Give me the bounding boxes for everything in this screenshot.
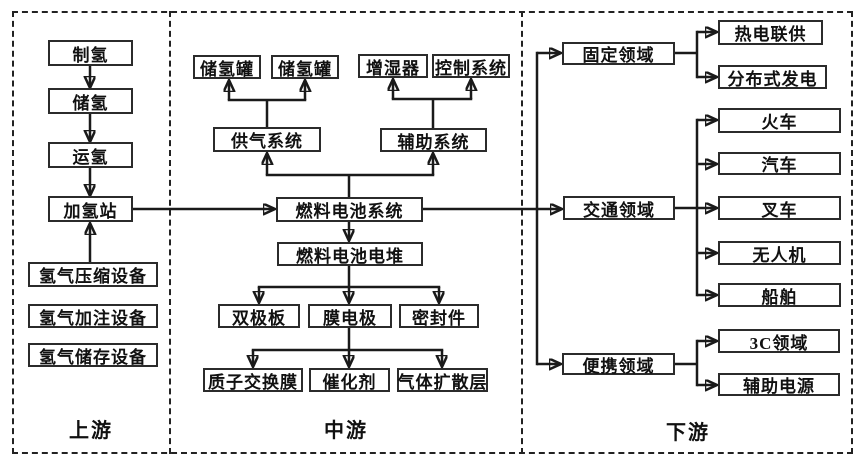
node-chp: 热电联供 [718,20,823,45]
node-proton-exchange-membrane: 质子交换膜 [203,368,303,392]
node-membrane-electrode: 膜电极 [308,304,392,328]
node-distributed-generation: 分布式发电 [718,65,827,89]
node-fuel-cell-system: 燃料电池系统 [276,197,423,222]
node-transportation-field: 交通领域 [563,196,675,220]
node-refueling-station: 加氢站 [48,196,133,222]
section-label-midstream: 中游 [324,419,368,442]
node-hydrogen-storage: 储氢 [48,88,133,114]
node-fuel-cell-stack: 燃料电池电堆 [277,242,423,266]
node-compression-equipment: 氢气压缩设备 [28,262,158,287]
node-gas-diffusion-layer: 气体扩散层 [397,368,488,392]
section-label-upstream: 上游 [69,419,113,442]
node-hydrogen-transport: 运氢 [48,142,133,168]
divider-midstream-downstream [521,11,523,454]
node-forklift: 叉车 [718,196,841,220]
divider-upstream-midstream [169,11,171,454]
node-auxiliary-system: 辅助系统 [380,128,487,152]
node-catalyst: 催化剂 [309,368,390,392]
node-filling-equipment: 氢气加注设备 [28,304,158,328]
node-automobile: 汽车 [718,152,841,175]
node-seal: 密封件 [399,304,479,328]
node-ship: 船舶 [718,283,841,307]
node-drone: 无人机 [718,241,841,265]
node-storage-tank-1: 储氢罐 [193,55,261,79]
node-stationary-field: 固定领域 [562,42,675,65]
node-portable-field: 便携领域 [562,353,675,376]
section-label-downstream: 下游 [666,421,710,444]
node-storage-equipment: 氢气储存设备 [28,343,158,367]
node-bipolar-plate: 双极板 [218,304,300,328]
node-humidifier: 增湿器 [358,54,428,78]
node-storage-tank-2: 储氢罐 [271,55,339,79]
node-hydrogen-production: 制氢 [48,40,133,66]
node-3c-field: 3C领域 [718,329,840,353]
node-gas-supply-system: 供气系统 [213,127,321,152]
diagram-outer-border [12,11,853,454]
node-train: 火车 [718,108,841,133]
node-control-system: 控制系统 [432,54,510,78]
node-auxiliary-power: 辅助电源 [718,373,840,396]
